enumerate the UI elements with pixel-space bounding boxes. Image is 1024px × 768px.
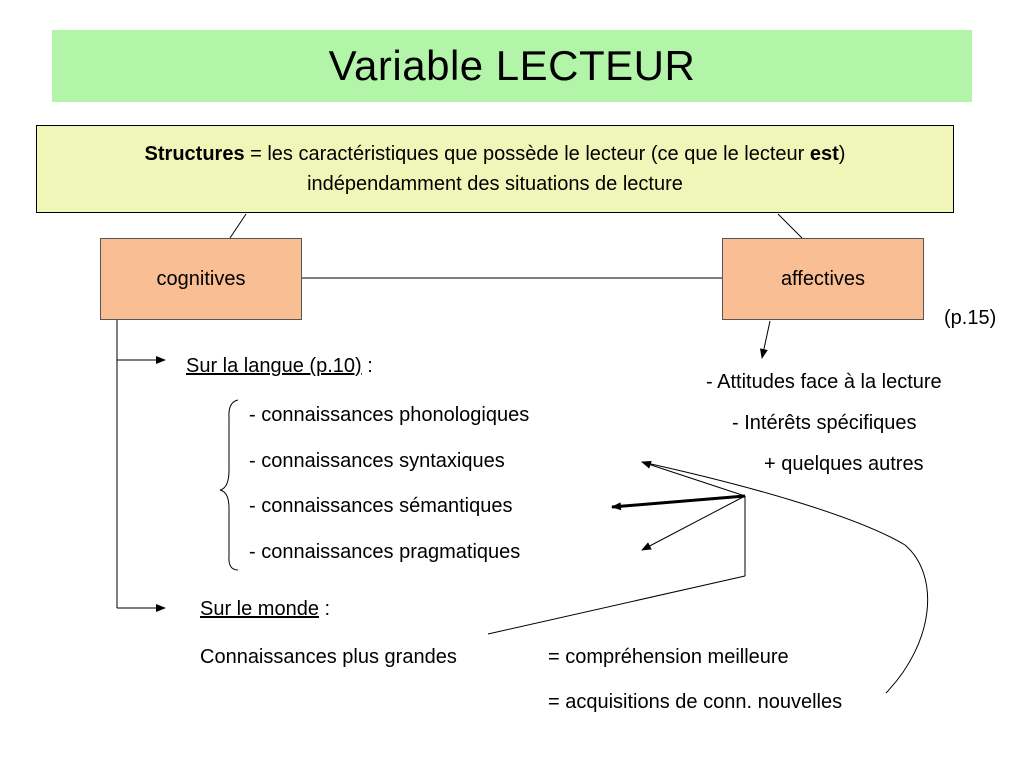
structures-est: est (809, 143, 839, 165)
langue-heading: Sur la langue (p.10) (186, 355, 362, 377)
curly-brace (219, 399, 239, 571)
page-title: Variable LECTEUR (328, 42, 696, 89)
hub-arrow-semantiques (611, 494, 746, 511)
structures-box: Structures = les caractéristiques que po… (36, 125, 954, 213)
structures-to-affectives-line (777, 213, 803, 239)
hub-arrow-syntaxiques (641, 461, 746, 497)
acquisitions-curve (641, 461, 929, 694)
affectives-label: affectives (780, 267, 866, 290)
affective-item-interets: - Intérêts spécifiques (732, 412, 917, 434)
langue-heading-row: Sur la langue (p.10) : (186, 354, 373, 378)
langue-item-phonologiques: - connaissances phonologiques (249, 404, 530, 426)
structures-definition: = les caractéristiques que possède le le… (244, 143, 810, 165)
cognitives-box: cognitives (100, 238, 302, 320)
hub-arrow-pragmatiques (641, 495, 746, 551)
langue-item-syntaxiques: - connaissances syntaxiques (249, 450, 505, 472)
affective-item-autres: + quelques autres (764, 453, 924, 475)
result-acquisitions: = acquisitions de conn. nouvelles (548, 691, 843, 713)
monde-heading: Sur le monde (200, 598, 319, 620)
cognitives-label: cognitives (156, 267, 246, 290)
langue-item-pragmatiques: - connaissances pragmatiques (249, 541, 521, 563)
monde-colon: : (318, 598, 331, 620)
arrow-affectives-down (759, 320, 771, 359)
structures-line-1: Structures = les caractéristiques que po… (145, 139, 846, 169)
structures-close: ) (838, 143, 846, 165)
page-reference: (p.15) (944, 307, 997, 329)
langue-item-semantiques: - connaissances sémantiques (249, 495, 513, 517)
title-band: Variable LECTEUR (52, 30, 972, 102)
result-comprehension: = compréhension meilleure (548, 646, 789, 668)
structures-term: Structures (144, 143, 245, 165)
hub-to-connaissances-line (487, 575, 746, 635)
langue-colon: : (361, 355, 373, 377)
structures-line-2: indépendamment des situations de lecture (307, 173, 683, 195)
affectives-box: affectives (722, 238, 924, 320)
affective-item-attitudes: - Attitudes face à la lecture (706, 371, 942, 393)
connaissances-plus-grandes: Connaissances plus grandes (200, 646, 457, 668)
structures-to-cognitives-line (229, 213, 247, 239)
monde-heading-row: Sur le monde : (200, 597, 330, 621)
